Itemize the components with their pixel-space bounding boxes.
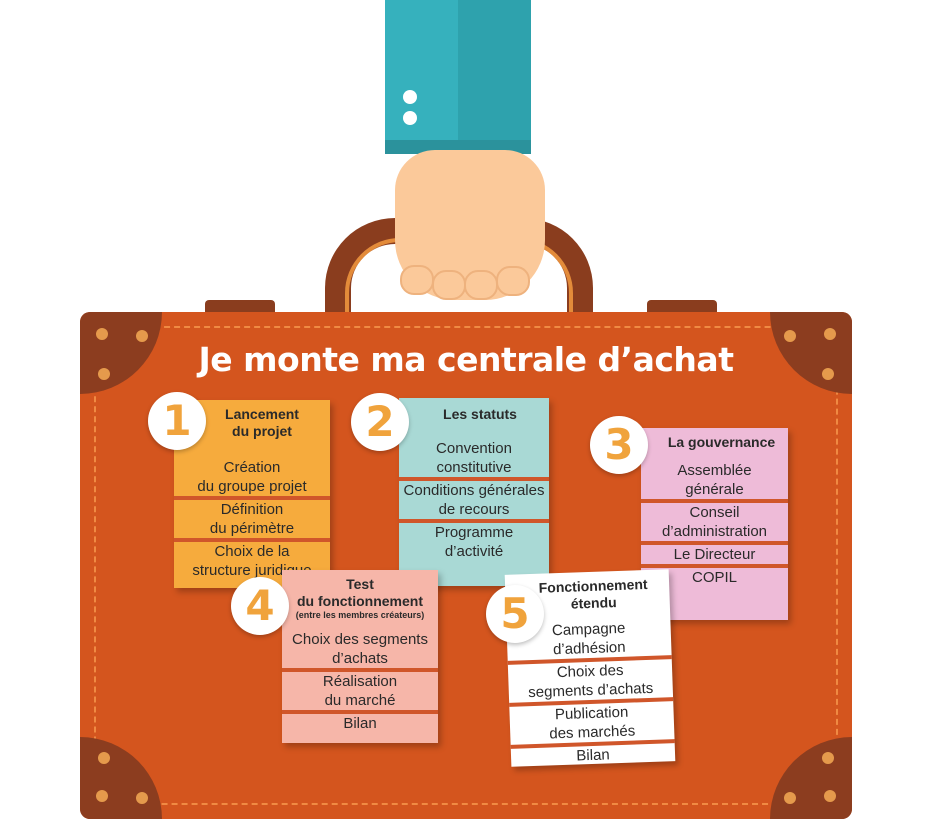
suitcase-stitching: [94, 326, 838, 805]
page-title: Je monte ma centrale d’achat: [198, 340, 734, 379]
step-3-item: Conseil d’administration: [661, 504, 768, 540]
step-2-title: Les statuts: [443, 406, 517, 422]
rivet-icon: [824, 790, 836, 802]
step-3-panel: La gouvernance Assemblée générale Consei…: [641, 428, 788, 620]
step-3-title: La gouvernance: [667, 434, 776, 450]
rivet-icon: [98, 752, 110, 764]
divider: [641, 564, 788, 568]
step-2-badge: 2: [351, 393, 409, 451]
cuff-button-icon: [403, 111, 417, 125]
step-1-badge: 1: [148, 392, 206, 450]
finger-icon: [432, 270, 466, 300]
rivet-icon: [822, 752, 834, 764]
step-3-item: COPIL: [691, 569, 737, 586]
divider: [399, 477, 549, 481]
step-2-item: Conditions générales de recours: [403, 482, 545, 518]
rivet-icon: [784, 330, 796, 342]
rivet-icon: [824, 328, 836, 340]
step-5-item: Choix des segments d’achats: [527, 661, 654, 702]
step-4-title: Test du fonctionnement: [297, 576, 423, 609]
finger-icon: [496, 266, 530, 296]
step-4-badge: 4: [231, 577, 289, 635]
rivet-icon: [136, 792, 148, 804]
divider: [174, 496, 330, 500]
step-4-panel: Test du fonctionnement (entre les membre…: [282, 570, 438, 743]
step-1-title: Lancement du projet: [225, 406, 299, 439]
step-4-subtitle: (entre les membres créateurs): [295, 610, 425, 620]
step-4-item: Réalisation du marché: [322, 673, 398, 709]
step-5-badge: 5: [486, 585, 544, 643]
rivet-icon: [136, 330, 148, 342]
divider: [399, 519, 549, 523]
divider: [282, 668, 438, 672]
rivet-icon: [784, 792, 796, 804]
finger-icon: [464, 270, 498, 300]
divider: [641, 499, 788, 503]
rivet-icon: [98, 368, 110, 380]
step-3-badge: 3: [590, 416, 648, 474]
divider: [641, 541, 788, 545]
step-4-item: Bilan: [343, 715, 377, 732]
step-4-item: Choix des segments d’achats: [292, 631, 428, 667]
divider: [174, 538, 330, 542]
step-3-item: Assemblée générale: [677, 462, 752, 498]
step-5-item: Publication des marchés: [549, 703, 636, 743]
step-2-item: Convention constitutive: [436, 440, 512, 476]
step-2-item: Programme d’activité: [434, 524, 514, 560]
step-1-item: Création du groupe projet: [197, 459, 307, 495]
step-1-panel: Lancement du projet Création du groupe p…: [174, 400, 330, 588]
step-2-panel: Les statuts Convention constitutive Cond…: [399, 398, 549, 586]
step-1-item: Choix de la structure juridique: [192, 543, 312, 579]
finger-icon: [400, 265, 434, 295]
rivet-icon: [96, 790, 108, 802]
cuff-button-icon: [403, 90, 417, 104]
rivet-icon: [96, 328, 108, 340]
sleeve-shade: [458, 0, 531, 150]
divider: [282, 710, 438, 714]
step-3-item: Le Directeur: [673, 546, 756, 563]
step-1-item: Définition du périmètre: [209, 501, 295, 537]
rivet-icon: [822, 368, 834, 380]
